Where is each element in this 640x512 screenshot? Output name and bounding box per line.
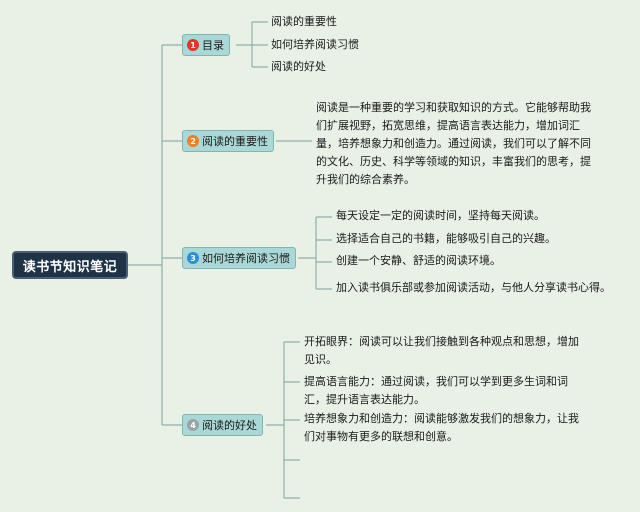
number-badge-icon: 2 [187,135,199,147]
root-label: 读书节知识笔记 [22,259,118,275]
branch-label: 目录 [202,39,224,52]
leaf-item[interactable]: 阅读的重要性 [271,15,337,28]
leaf-paragraph[interactable]: 提高语言能力：通过阅读，我们可以学到更多生词和词汇，提升语言表达能力。 [304,375,568,406]
leaf-paragraph[interactable]: 阅读是一种重要的学习和获取知识的方式。它能够帮助我们扩展视野，拓宽思维，提高语言… [316,101,591,186]
connector-b4-leaves [284,341,300,499]
connector-b4-stem [266,342,285,498]
number-badge-icon: 4 [187,419,199,431]
connector-b3-leaves [316,216,332,290]
leaf-paragraph[interactable]: 开拓眼界：阅读可以让我们接触到各种观点和思想，增加见识。 [304,335,579,366]
branch-node-3[interactable]: 3 如何培养阅读习惯 [182,247,296,269]
branch-node-1[interactable]: 1 目录 [182,34,230,56]
number-badge-icon: 1 [187,39,199,51]
leaf-item[interactable]: 阅读的好处 [271,60,326,73]
connector-b3-stem [298,217,317,289]
branch-label: 阅读的重要性 [202,135,268,148]
branch-node-2[interactable]: 2 阅读的重要性 [182,130,274,152]
leaf-item[interactable]: 如何培养阅读习惯 [271,38,359,51]
leaf-item[interactable]: 选择适合自己的书籍，能够吸引自己的兴趣。 [336,232,556,245]
number-badge-icon: 3 [187,252,199,264]
leaf-paragraph[interactable]: 培养想象力和创造力：阅读能够激发我们的想象力，让我们对事物有更多的联想和创意。 [304,412,579,443]
leaf-item[interactable]: 创建一个安静、舒适的阅读环境。 [336,254,501,267]
root-node[interactable]: 读书节知识笔记 [12,251,128,279]
branch-label: 阅读的好处 [202,419,257,432]
connector-b1-stem [236,22,253,67]
branch-node-4[interactable]: 4 阅读的好处 [182,414,263,436]
branch-label: 如何培养阅读习惯 [202,252,290,265]
leaf-item[interactable]: 加入读书俱乐部或参加阅读活动，与他人分享读书心得。 [336,281,611,294]
connector-b1-leaves [252,21,268,68]
leaf-item[interactable]: 每天设定一定的阅读时间，坚持每天阅读。 [336,209,545,222]
